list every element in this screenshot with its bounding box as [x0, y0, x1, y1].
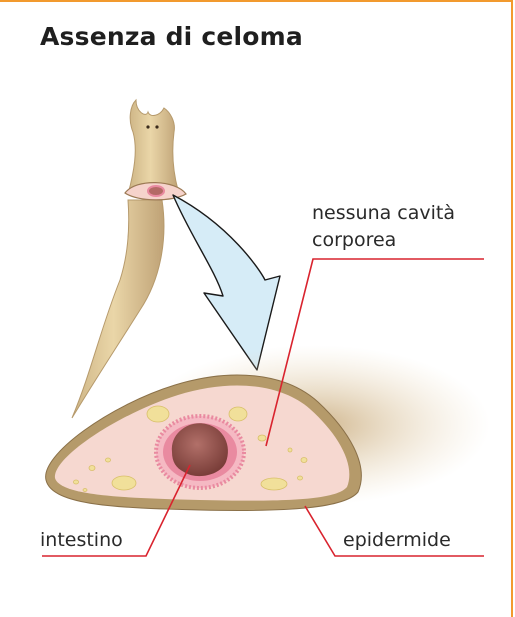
- flatworm-head: [128, 100, 178, 194]
- intestine-lumen: [172, 423, 228, 476]
- arrow-icon: [173, 195, 280, 370]
- eyespot-right-icon: [155, 125, 158, 128]
- flatworm: [72, 100, 186, 418]
- label-intestine: intestino: [40, 527, 123, 554]
- flatworm-tail: [72, 200, 164, 418]
- label-no-body-cavity-line2: corporea: [312, 227, 455, 254]
- eyespot-left-icon: [146, 125, 149, 128]
- label-no-body-cavity-line1: nessuna cavità: [312, 200, 455, 227]
- label-epidermis: epidermide: [343, 527, 451, 554]
- cut-section-gut: [148, 186, 164, 196]
- label-no-body-cavity: nessuna cavità corporea: [312, 200, 455, 254]
